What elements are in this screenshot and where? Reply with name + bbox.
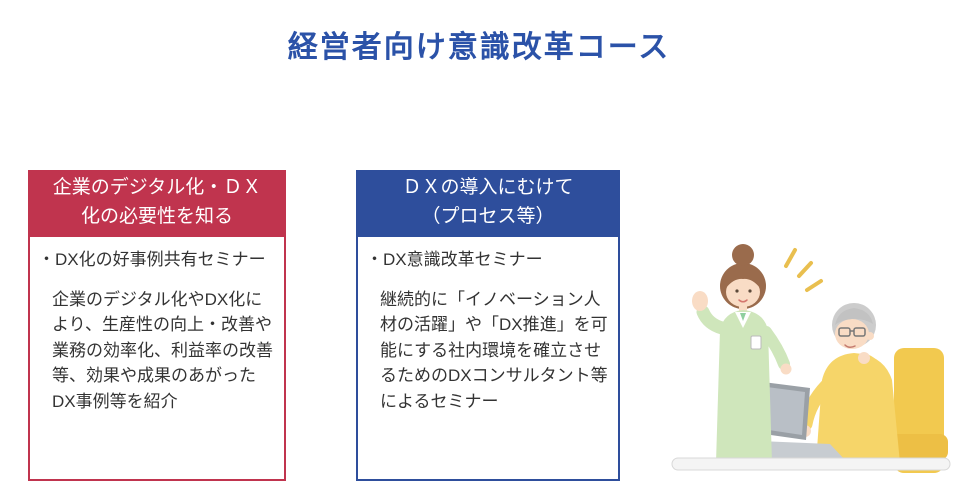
executive-figure (799, 303, 900, 463)
card-dx-introduction-paragraph: 継続的に「イノベーション人材の活躍」や「DX推進」を可能にする社内環境を確立させ… (380, 289, 608, 411)
card-dx-introduction-header: ＤＸの導入にむけて （プロセス等） (356, 170, 620, 235)
card-dx-necessity-bullet: ・DX化の好事例共有セミナー (38, 250, 266, 269)
card-dx-introduction: ＤＸの導入にむけて （プロセス等） ・DX意識改革セミナー 継続的に「イノベーシ… (356, 170, 620, 481)
chair (886, 348, 948, 473)
card-dx-necessity-body: ・DX化の好事例共有セミナー 企業のデジタル化やDX化により、生産性の向上・改善… (28, 235, 286, 481)
illustration-consultant-and-executive (671, 244, 951, 473)
emphasis-marks-icon (784, 248, 823, 292)
card-dx-necessity-header: 企業のデジタル化・ＤＸ 化の必要性を知る (28, 170, 286, 235)
page-title: 経営者向け意識改革コース (287, 31, 671, 64)
desk (671, 457, 951, 471)
card-dx-introduction-body: ・DX意識改革セミナー 継続的に「イノベーション人材の活躍」や「DX推進」を可能… (356, 235, 620, 481)
card-dx-necessity-paragraph: 企業のデジタル化やDX化により、生産性の向上・改善や業務の効率化、利益率の改善等… (52, 289, 273, 411)
consultant-figure (692, 244, 792, 463)
card-dx-necessity: 企業のデジタル化・ＤＸ 化の必要性を知る ・DX化の好事例共有セミナー 企業のデ… (28, 170, 286, 481)
card-dx-introduction-bullet: ・DX意識改革セミナー (366, 250, 543, 269)
